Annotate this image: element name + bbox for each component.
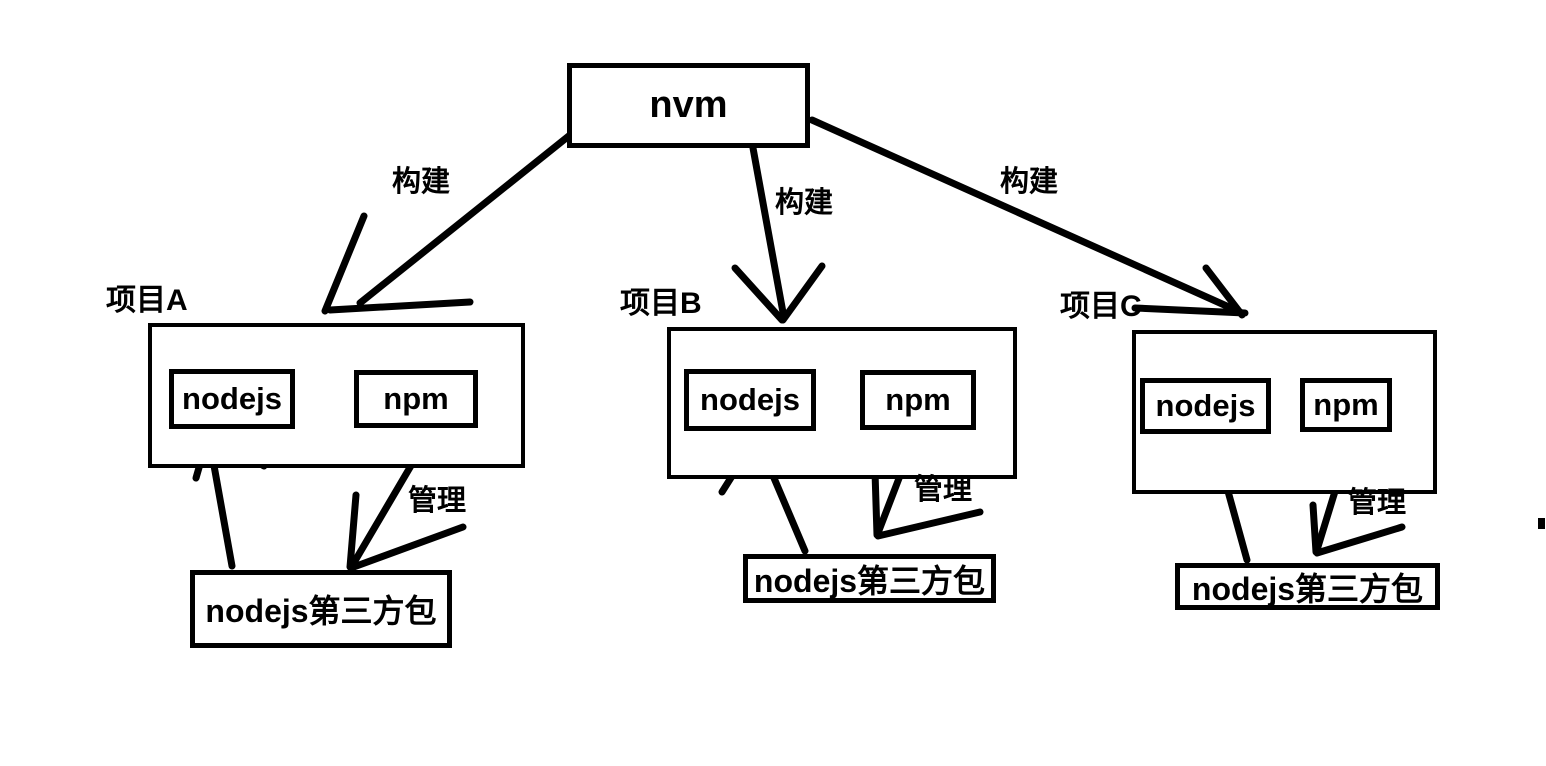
project-c-npm-label: npm — [1313, 387, 1379, 422]
edge-label-build-a: 构建 — [392, 166, 451, 198]
edge-label-manage-c: 管理 — [1348, 487, 1407, 519]
project-b-npm-label: npm — [885, 382, 951, 417]
stray-ink-mark — [1538, 518, 1545, 529]
project-c-caption: 项目C — [1060, 290, 1142, 323]
project-a-package-label: nodejs第三方包 — [205, 593, 437, 629]
node-nvm[interactable]: nvm — [567, 63, 810, 148]
project-a-package[interactable]: nodejs第三方包 — [190, 570, 452, 648]
project-b-package-label: nodejs第三方包 — [753, 562, 986, 599]
project-b-nodejs[interactable]: nodejs — [684, 369, 816, 431]
edge-nvm-to-project-a — [321, 127, 579, 315]
edge-label-manage-b: 管理 — [914, 474, 973, 506]
node-nvm-label: nvm — [649, 84, 728, 126]
edge-label-build-c: 构建 — [1000, 166, 1059, 198]
project-c-nodejs-label: nodejs — [1155, 388, 1256, 423]
project-c-nodejs[interactable]: nodejs — [1140, 378, 1271, 434]
project-a-caption: 项目A — [106, 284, 188, 317]
project-a-nodejs[interactable]: nodejs — [169, 369, 295, 429]
project-b-nodejs-label: nodejs — [700, 382, 800, 417]
project-b-package[interactable]: nodejs第三方包 — [743, 554, 996, 603]
project-a-npm[interactable]: npm — [354, 370, 478, 428]
project-b-caption: 项目B — [620, 287, 702, 320]
project-a-npm-label: npm — [383, 381, 449, 416]
edge-nvm-to-project-b — [731, 144, 826, 324]
edge-label-manage-a: 管理 — [408, 485, 467, 517]
project-c-package-label: nodejs第三方包 — [1191, 570, 1424, 607]
project-b-npm[interactable]: npm — [860, 370, 976, 430]
project-c-package[interactable]: nodejs第三方包 — [1175, 563, 1440, 610]
project-a-nodejs-label: nodejs — [182, 381, 282, 416]
edge-label-build-b: 构建 — [775, 187, 834, 219]
project-c-npm[interactable]: npm — [1300, 378, 1392, 432]
edge-nvm-to-project-c — [808, 116, 1249, 319]
